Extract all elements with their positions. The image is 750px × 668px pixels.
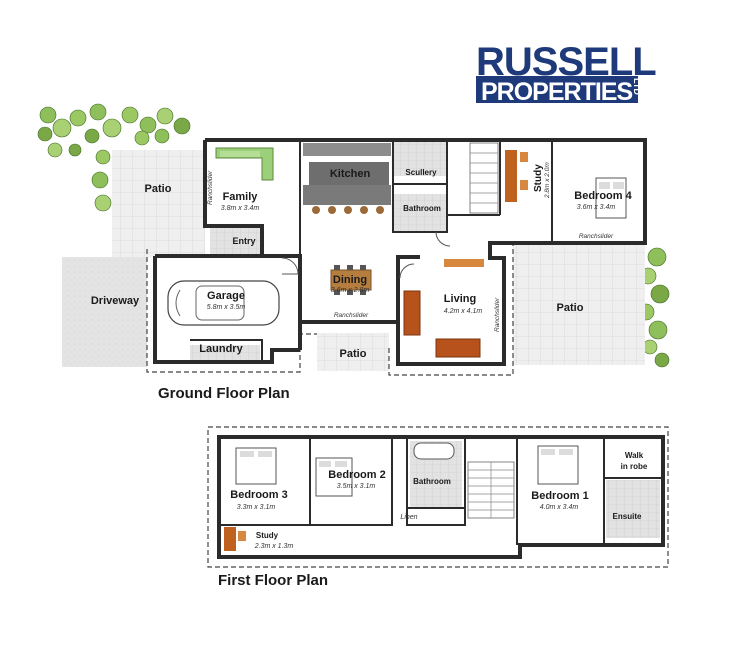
garage-car [167,280,280,326]
wall-scullery-bath [392,140,448,233]
label-bedroom2: Bedroom 2 [328,469,385,481]
dining-lower-wall [300,255,420,324]
label-family: Family [223,191,259,203]
wall-laundry [190,339,263,362]
first-outer-wall [217,435,665,559]
bathtub [413,442,455,460]
trees-left [37,103,191,212]
bedroom3-bed [235,447,277,485]
label-bedroom4: Bedroom 4 [574,190,632,202]
label-bedroom3: Bedroom 3 [230,489,287,501]
dim-study-ground: 2.8m x 2.0m [544,162,551,199]
living-door-swing [399,263,415,279]
logo-suffix: LTD [632,78,642,95]
label-entry: Entry [232,236,255,246]
label-first-bathroom: Bathroom [413,477,451,486]
ground-bathroom-floor [394,194,447,232]
ground-floor-title: Ground Floor Plan [158,385,290,402]
entry-floor [210,228,262,254]
bedroom1-bed [537,445,579,485]
dim-family: 3.8m x 3.4m [221,205,260,212]
dim-first-study: 2.3m x 1.3m [254,543,294,550]
label-study-ground: Study [533,164,544,192]
logo-band [476,76,638,103]
label-ground-bathroom: Bathroom [403,204,441,213]
family-sofa [215,147,274,181]
label-linen: Linen [400,514,417,521]
first-floor-dashed-outline [207,426,669,568]
label-kitchen: Kitchen [330,168,371,180]
label-patio-right: Patio [557,302,584,314]
wall-bed2-bottom [310,437,393,526]
kitchen-benches [303,143,391,214]
ground-outer-wall-right [205,138,647,366]
label-walk-in-robe-2: in robe [621,462,648,471]
label-ensuite: Ensuite [613,512,642,521]
garage-dashed-outline [146,249,317,373]
bedroom2-bed [315,457,353,497]
label-laundry: Laundry [199,343,243,355]
first-floor-title: First Floor Plan [218,572,328,589]
living-dashed-outline [388,243,645,376]
dim-bedroom4: 3.6m x 3.4m [577,204,616,211]
study-furniture [505,150,528,202]
label-patio-bottom: Patio [340,348,367,360]
wall-entry [205,225,263,256]
label-scullery: Scullery [405,168,437,177]
first-stairs [467,461,515,519]
garage-lower-wall [153,256,300,364]
label-bedroom1: Bedroom 1 [531,490,588,502]
dim-garage: 5.8m x 3.5m [207,304,246,311]
wall-bathroom [406,437,466,526]
label-garage: Garage [207,290,245,302]
patio-right-area [513,245,645,365]
ground-floor-plan: Patio Driveway Patio Patio [37,103,670,402]
label-dining: Dining [333,274,367,286]
dim-bedroom1: 4.0m x 3.4m [540,504,579,511]
annot-ranchslider-dining: Ranchslider [334,312,369,319]
living-sofas [403,259,484,358]
hall-door-swing [435,231,451,247]
label-patio-left: Patio [145,183,172,195]
label-living: Living [444,293,476,305]
annot-ranchslider-family: Ranchslider [207,170,214,205]
patio-bottom-area [317,333,389,371]
label-walk-in-robe-1: Walk [625,451,644,460]
annot-ranchslider-living: Ranchslider [494,297,501,332]
dim-living: 4.2m x 4.1m [444,308,483,315]
first-study-desk [224,527,246,551]
garage-door-swing [281,257,299,275]
ensuite-floor [606,480,660,538]
label-first-study: Study [256,531,279,540]
dining-table [330,265,372,295]
first-floor-plan: Bedroom 3 3.3m x 3.1m Bedroom 2 3.5m x 3… [207,426,669,589]
logo-line2: PROPERTIES [481,78,632,106]
dim-bedroom3: 3.3m x 3.1m [237,504,276,511]
laundry-floor [190,345,260,362]
annot-ranchslider-bed4: Ranchslider [579,233,614,240]
patio-left-area [112,150,205,257]
dim-dining: 3.6m x 2.8m [331,287,370,294]
dim-bedroom2: 3.5m x 3.1m [337,483,376,490]
company-logo: RUSSELL PROPERTIES LTD [476,40,657,106]
driveway-area [62,257,147,367]
scullery-floor [394,142,447,176]
ground-stairs [469,142,499,214]
bedroom4-bed [595,177,627,219]
label-driveway: Driveway [91,295,140,307]
